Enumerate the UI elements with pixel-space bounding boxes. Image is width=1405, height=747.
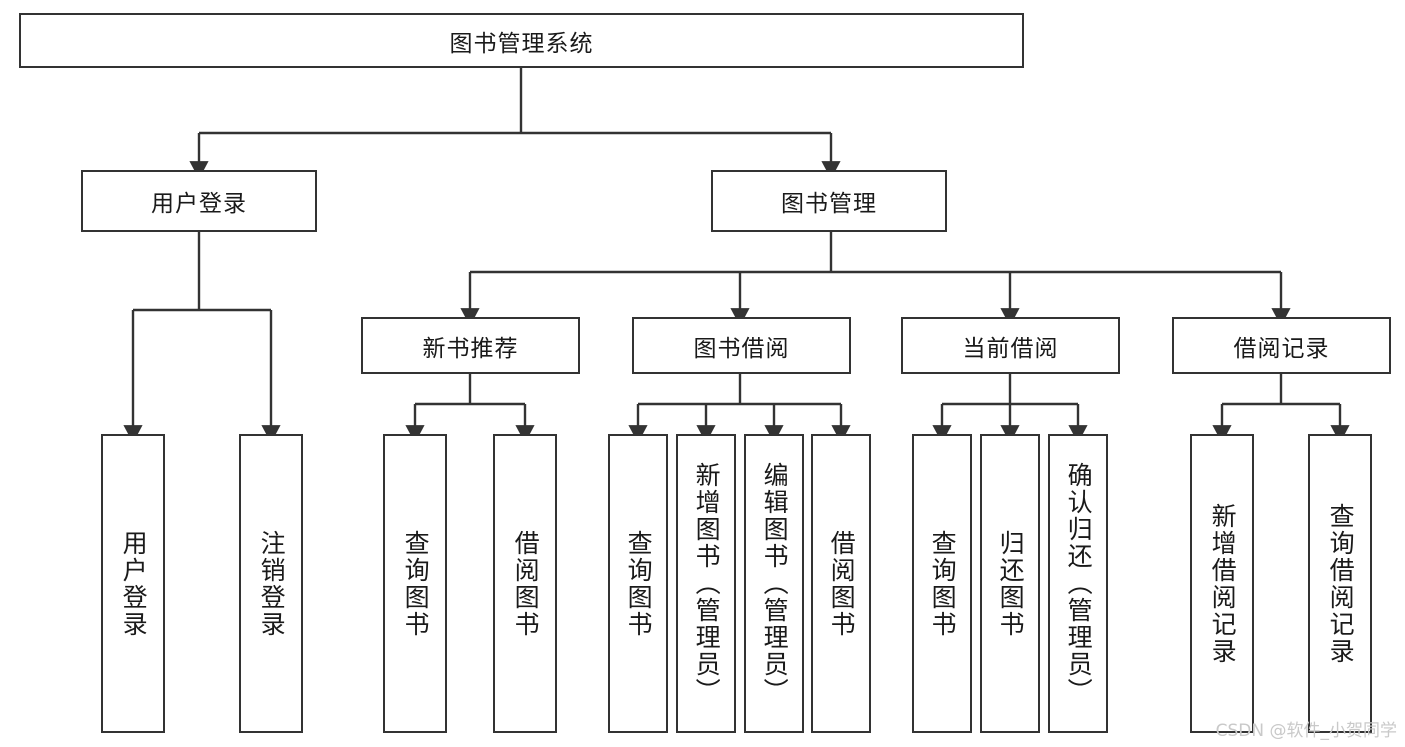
node-label: 确认归还（管理员） bbox=[1064, 462, 1094, 705]
node-label: 用户登录 bbox=[119, 529, 149, 638]
node-label: 查询图书 bbox=[624, 529, 654, 638]
node-leaf-borrow-edit-book-admin[interactable]: 编辑图书（管理员） bbox=[744, 434, 804, 733]
node-leaf-current-query-book[interactable]: 查询图书 bbox=[912, 434, 972, 733]
node-label: 查询图书 bbox=[928, 529, 958, 638]
node-label: 新书推荐 bbox=[422, 335, 519, 362]
node-root-book-management-system[interactable]: 图书管理系统 bbox=[19, 13, 1024, 68]
node-user-login[interactable]: 用户登录 bbox=[81, 170, 317, 232]
node-book-borrow[interactable]: 图书借阅 bbox=[632, 317, 851, 374]
node-label: 借阅记录 bbox=[1233, 335, 1330, 362]
node-label: 查询图书 bbox=[401, 529, 431, 638]
node-label: 注销登录 bbox=[257, 529, 287, 638]
node-current-borrow[interactable]: 当前借阅 bbox=[901, 317, 1120, 374]
node-label: 借阅图书 bbox=[827, 529, 857, 638]
node-leaf-records-add-record[interactable]: 新增借阅记录 bbox=[1190, 434, 1254, 733]
node-label: 当前借阅 bbox=[962, 335, 1059, 362]
node-leaf-new-book-query[interactable]: 查询图书 bbox=[383, 434, 447, 733]
node-label: 新增图书（管理员） bbox=[692, 462, 722, 705]
node-leaf-borrow-add-book-admin[interactable]: 新增图书（管理员） bbox=[676, 434, 736, 733]
node-leaf-records-query-record[interactable]: 查询借阅记录 bbox=[1308, 434, 1372, 733]
node-leaf-borrow-query-book[interactable]: 查询图书 bbox=[608, 434, 668, 733]
node-label: 图书管理系统 bbox=[449, 30, 594, 57]
node-label: 借阅图书 bbox=[511, 529, 541, 638]
node-book-management[interactable]: 图书管理 bbox=[711, 170, 947, 232]
csdn-watermark: CSDN @软件_小贺同学 bbox=[1215, 721, 1397, 741]
node-label: 用户登录 bbox=[151, 191, 247, 217]
node-new-book-recommend[interactable]: 新书推荐 bbox=[361, 317, 580, 374]
node-label: 新增借阅记录 bbox=[1208, 502, 1238, 665]
node-leaf-user-login-signin[interactable]: 用户登录 bbox=[101, 434, 165, 733]
node-leaf-new-book-borrow[interactable]: 借阅图书 bbox=[493, 434, 557, 733]
node-label: 图书管理 bbox=[781, 191, 877, 217]
node-leaf-user-login-signout[interactable]: 注销登录 bbox=[239, 434, 303, 733]
node-leaf-current-confirm-return-admin[interactable]: 确认归还（管理员） bbox=[1048, 434, 1108, 733]
node-label: 编辑图书（管理员） bbox=[760, 462, 790, 705]
node-borrow-records[interactable]: 借阅记录 bbox=[1172, 317, 1391, 374]
node-leaf-borrow-borrow-book[interactable]: 借阅图书 bbox=[811, 434, 871, 733]
node-label: 查询借阅记录 bbox=[1326, 502, 1356, 665]
node-leaf-current-return-book[interactable]: 归还图书 bbox=[980, 434, 1040, 733]
node-label: 归还图书 bbox=[996, 529, 1026, 638]
node-label: 图书借阅 bbox=[693, 335, 790, 362]
